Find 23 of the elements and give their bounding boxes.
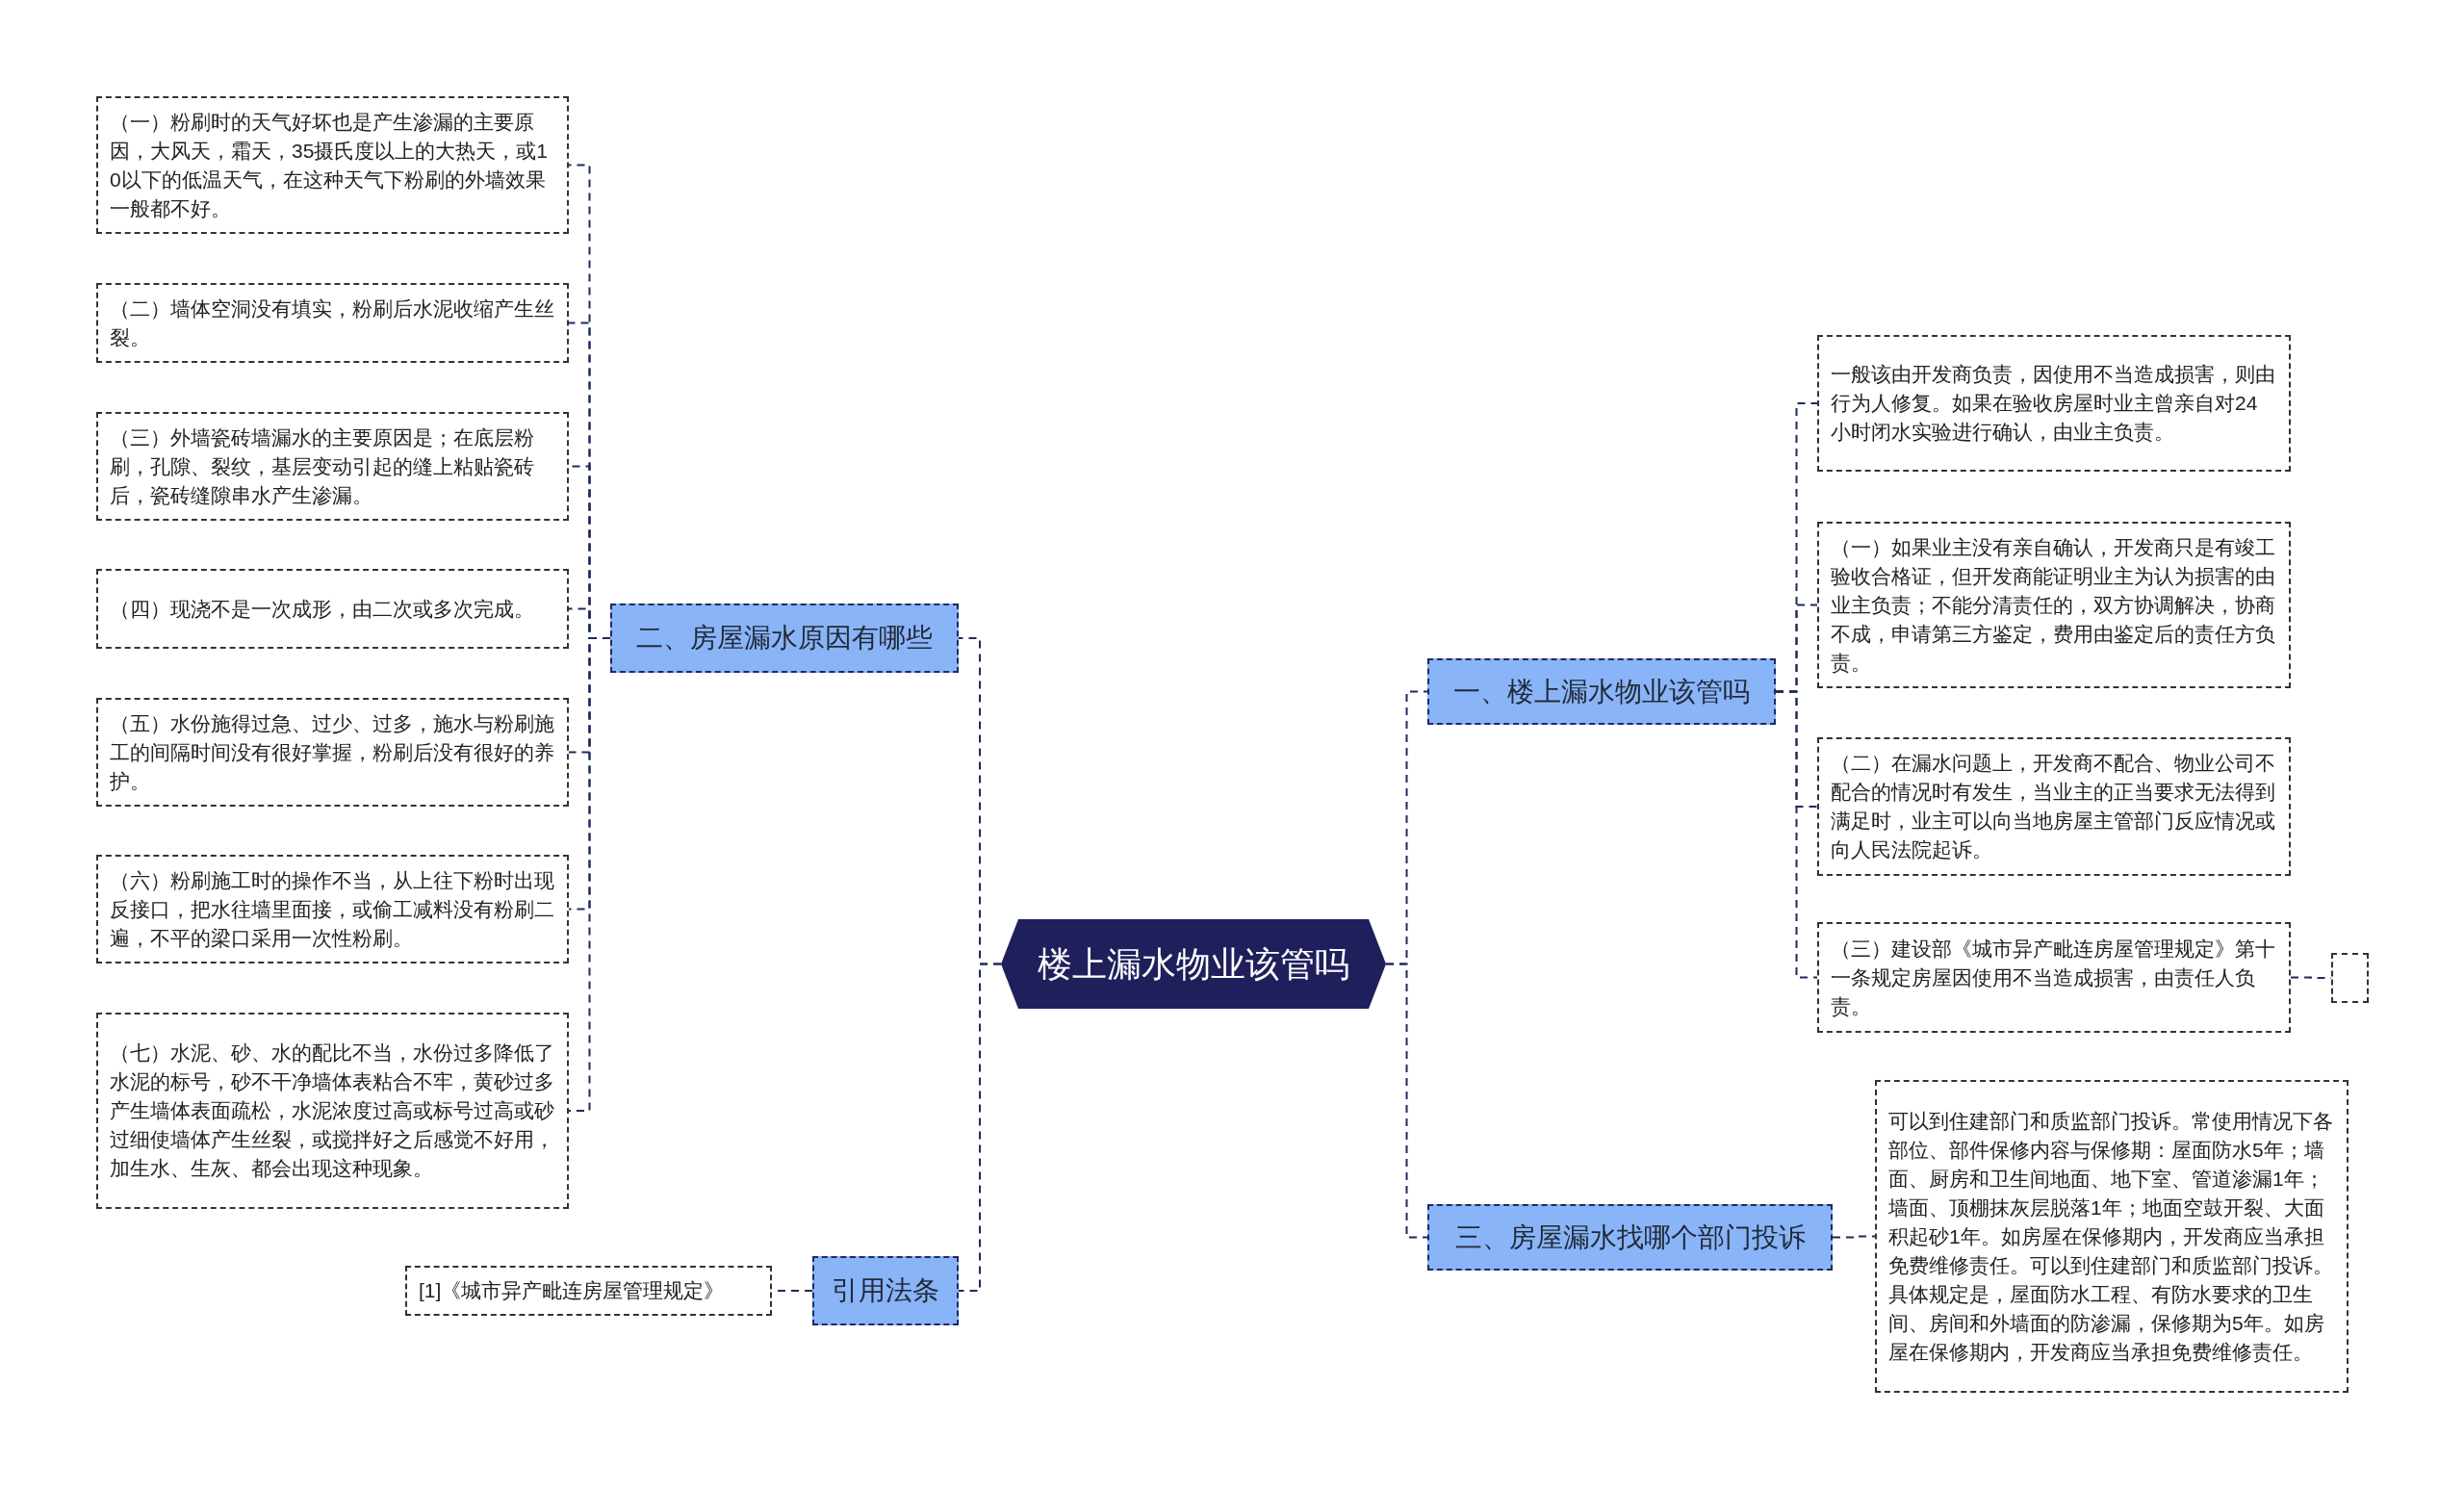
empty-box [2331, 953, 2369, 1003]
connector [958, 963, 1002, 1292]
note-box: （二）墙体空洞没有填实，粉刷后水泥收缩产生丝裂。 [96, 283, 569, 363]
note-box: （三）建设部《城市异产毗连房屋管理规定》第十一条规定房屋因使用不当造成损害，由责任人负责。 [1817, 922, 2291, 1033]
connector [1832, 1235, 1876, 1239]
central-topic: 楼上漏水物业该管吗 [1001, 919, 1386, 1009]
connector [1775, 690, 1818, 979]
note-box: （二）在漏水问题上，开发商不配合、物业公司不配合的情况时有发生，当业主的正当要求无法得到满足时，业主可以向当地房屋主管部门反应情况或向人民法院起诉。 [1817, 737, 2291, 876]
note-box: （一）如果业主没有亲自确认，开发商只是有竣工验收合格证，但开发商能证明业主为认为损害的由业主负责；不能分清责任的，双方协调解决，协商不成，申请第三方鉴定，费用由鉴定后的责任方负责。 [1817, 522, 2291, 688]
note-box: （六）粉刷施工时的操作不当，从上往下粉时出现反接口，把水往墙里面接，或偷工减料没有粉刷二遍，不平的梁口采用一次性粉刷。 [96, 855, 569, 963]
note-box: 一般该由开发商负责，因使用不当造成损害，则由行为人修复。如果在验收房屋时业主曾亲自对24小时闭水实验进行确认，由业主负责。 [1817, 335, 2291, 472]
note-box: （四）现浇不是一次成形，由二次或多次完成。 [96, 569, 569, 649]
note-box: （一）粉刷时的天气好坏也是产生渗漏的主要原因，大风天，霜天，35摄氏度以上的大热天，或10以下的低温天气，在这种天气下粉刷的外墙效果一般都不好。 [96, 96, 569, 234]
branch-topic: 二、房屋漏水原因有哪些 [610, 604, 959, 673]
note-box: （五）水份施得过急、过少、过多，施水与粉刷施工的间隔时间没有很好掌握，粉刷后没有很好的养护。 [96, 698, 569, 807]
connector [1385, 963, 1428, 1239]
branch-topic: 引用法条 [812, 1256, 959, 1325]
branch-topic: 一、楼上漏水物业该管吗 [1427, 658, 1776, 725]
note-box: 可以到住建部门和质监部门投诉。常使用情况下各部位、部件保修内容与保修期：屋面防水5年；墙面、厨房和卫生间地面、地下室、管道渗漏1年；墙面、顶棚抹灰层脱落1年；地面空鼓开裂、大面积起砂1年。如房屋在保修期内，开发商应当承担免费维修责任。可以到住建部门和质监部门投诉。具体规定是，屋面防水工程、有防水要求的卫生间、房间和外墙面的防渗漏，保修期为5年。如房屋在保修期内，开发商应当承担免费维修责任。 [1875, 1080, 2348, 1393]
note-box: [1]《城市异产毗连房屋管理规定》 [405, 1266, 772, 1316]
note-box: （三）外墙瓷砖墙漏水的主要原因是；在底层粉刷，孔隙、裂纹，基层变动引起的缝上粘贴瓷砖后，瓷砖缝隙串水产生渗漏。 [96, 412, 569, 521]
note-box: （七）水泥、砂、水的配比不当，水份过多降低了水泥的标号，砂不干净墙体表粘合不牢，黄砂过多产生墙体表面疏松，水泥浓度过高或标号过高或砂过细使墙体产生丝裂，或搅拌好之后感觉不好用，加生水、生灰、都会出现这种现象。 [96, 1013, 569, 1209]
branch-topic: 三、房屋漏水找哪个部门投诉 [1427, 1204, 1833, 1271]
